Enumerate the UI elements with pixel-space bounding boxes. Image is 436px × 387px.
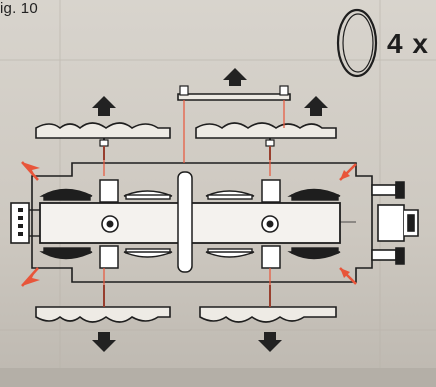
top-bar-frame	[177, 85, 291, 101]
red-guide-lines	[103, 100, 285, 307]
quantity-label: 4 x	[387, 28, 429, 59]
remove-up-arrow-icon	[92, 68, 328, 116]
red-pointer-arrow-icon	[21, 161, 357, 287]
wheels-bottom	[39, 247, 341, 260]
left-coupler	[10, 202, 40, 244]
side-frame-bottom-right	[199, 285, 337, 323]
side-frame-top-right	[195, 122, 337, 160]
side-frame-top-left	[35, 122, 171, 160]
axle-screw-right	[261, 215, 279, 233]
traction-tire-ring-icon	[336, 8, 378, 78]
axle-screw-left	[101, 215, 119, 233]
wheels-top	[39, 188, 341, 201]
remove-down-arrow-icon	[92, 332, 282, 352]
side-frame-bottom-left	[35, 285, 171, 323]
right-coupler	[371, 181, 419, 265]
gear-blocks	[99, 171, 281, 273]
bottom-band	[0, 368, 436, 387]
figure-label: ig. 10	[0, 0, 38, 17]
